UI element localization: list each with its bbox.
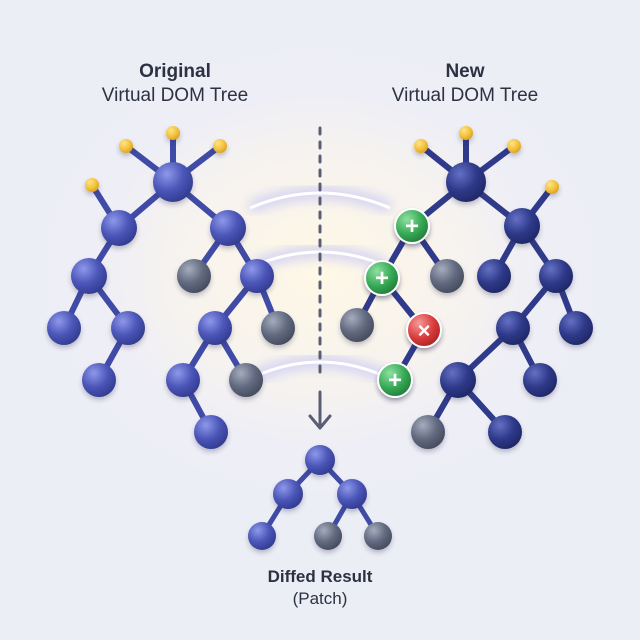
original-tree-node-yellow xyxy=(85,178,99,192)
comparison-arcs xyxy=(248,188,392,381)
original-tree-node-blue xyxy=(240,259,274,293)
added-node-badge: + xyxy=(364,260,400,296)
result-tree-node-gray xyxy=(314,522,342,550)
original-tree-node-gray xyxy=(177,259,211,293)
original-tree-node-blue xyxy=(198,311,232,345)
new-tree-node-gray xyxy=(340,308,374,342)
result-title-bold: Diffed Result xyxy=(267,567,373,586)
new-title-sub: Virtual DOM Tree xyxy=(391,85,539,106)
new-tree-node-navy xyxy=(446,162,486,202)
new-tree-node-yellow xyxy=(545,180,559,194)
new-tree-node-navy xyxy=(488,415,522,449)
original-tree-node-blue xyxy=(82,363,116,397)
new-tree-node-gray xyxy=(411,415,445,449)
new-tree-node-gray xyxy=(430,259,464,293)
new-tree-node-navy xyxy=(477,259,511,293)
new-tree-node-yellow xyxy=(414,139,428,153)
original-tree-node-gray xyxy=(229,363,263,397)
new-tree-node-navy xyxy=(539,259,573,293)
new-tree-node-navy xyxy=(504,208,540,244)
result-tree-node-blue xyxy=(248,522,276,550)
result-title-sub: (Patch) xyxy=(292,589,348,608)
new-title-bold: New xyxy=(445,61,485,82)
arc-1 xyxy=(249,191,391,210)
result-title: Diffed Result (Patch) xyxy=(200,566,440,610)
original-tree-node-blue xyxy=(210,210,246,246)
new-tree-node-yellow xyxy=(507,139,521,153)
new-tree-node-navy xyxy=(523,363,557,397)
original-tree-node-blue xyxy=(101,210,137,246)
result-tree-node-blue xyxy=(305,445,335,475)
plus-icon: + xyxy=(375,265,389,292)
original-tree-node-blue xyxy=(111,311,145,345)
arc-2 xyxy=(253,250,387,268)
added-node-badge: + xyxy=(377,362,413,398)
original-tree-node-blue xyxy=(153,162,193,202)
original-tree-node-blue xyxy=(194,415,228,449)
new-tree-node-yellow xyxy=(459,126,473,140)
times-icon: × xyxy=(418,318,431,343)
original-tree-node-blue xyxy=(71,258,107,294)
original-tree-title: Original Virtual DOM Tree xyxy=(60,60,290,108)
original-title-bold: Original xyxy=(139,61,211,82)
original-tree-node-gray xyxy=(261,311,295,345)
new-tree-node-navy xyxy=(496,311,530,345)
original-tree-node-yellow xyxy=(119,139,133,153)
new-tree-title: New Virtual DOM Tree xyxy=(350,60,580,108)
removed-node-badge: × xyxy=(406,312,442,348)
plus-icon: + xyxy=(405,213,419,240)
added-node-badge: + xyxy=(394,208,430,244)
plus-icon: + xyxy=(388,367,402,394)
arrow-down-icon xyxy=(308,390,332,430)
arc-3 xyxy=(255,360,385,378)
original-tree-node-yellow xyxy=(213,139,227,153)
original-tree-node-blue xyxy=(47,311,81,345)
new-tree-node-navy xyxy=(440,362,476,398)
result-tree-node-blue xyxy=(273,479,303,509)
result-tree-node-gray xyxy=(364,522,392,550)
result-tree-node-blue xyxy=(337,479,367,509)
original-tree-node-yellow xyxy=(166,126,180,140)
original-title-sub: Virtual DOM Tree xyxy=(101,85,249,106)
original-tree-node-blue xyxy=(166,363,200,397)
new-tree-node-navy xyxy=(559,311,593,345)
